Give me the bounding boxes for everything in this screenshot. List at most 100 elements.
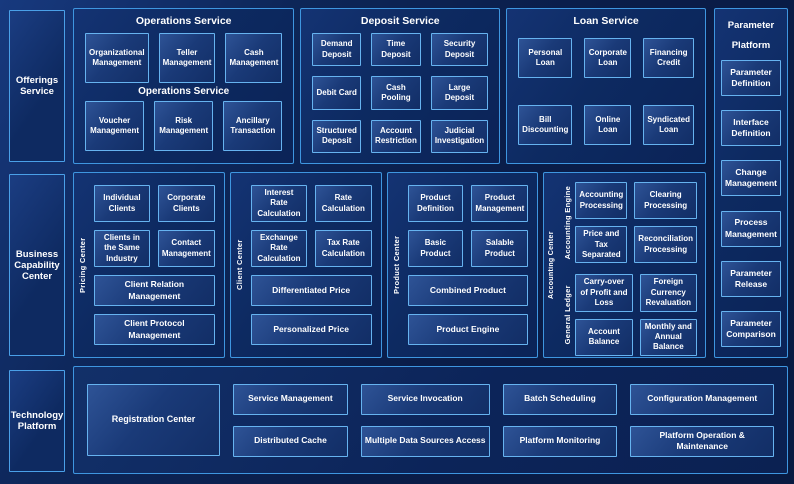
component-box: Distributed Cache [233, 425, 348, 457]
accounting-center-vlabel: Accounting Center [548, 231, 556, 299]
component-box: Ancillary Transaction [223, 101, 283, 151]
component-box: Foreign Currency Revaluation [639, 274, 697, 312]
offerings-service-row: Operations Service Organizational Manage… [73, 8, 706, 164]
component-box: Clients in the Same Industry [94, 230, 150, 267]
component-box: Personal Loan [518, 38, 573, 78]
component-box: Structured Deposit [312, 119, 362, 153]
general-ledger-grid: Carry-over of Profit and Loss Foreign Cu… [575, 274, 697, 356]
product-center-content: Product Definition Product Management Ba… [404, 178, 533, 352]
component-box: Product Engine [407, 314, 529, 345]
component-box: Interface Definition [721, 110, 781, 147]
operations-service-group: Operations Service Organizational Manage… [73, 8, 295, 164]
business-capability-row: Pricing Center Individual Clients Corpor… [73, 172, 706, 358]
registration-center-box: Registration Center [87, 384, 220, 456]
component-box: Contact Management [157, 230, 215, 267]
parameter-platform-list: Parameter Definition Interface Definitio… [721, 59, 781, 347]
general-ledger-vlabel: General Ledger [563, 285, 573, 345]
component-box: Product Definition [407, 185, 464, 222]
component-box: Cash Pooling [371, 76, 421, 110]
component-box: Configuration Management [630, 383, 774, 415]
component-box: Rate Calculation [315, 185, 372, 222]
loan-service-title: Loan Service [573, 15, 639, 27]
parameter-platform-group: Parameter Platform Parameter Definition … [714, 8, 788, 358]
deposit-service-title: Deposit Service [360, 15, 440, 27]
offerings-service-label: Offerings Service [9, 10, 65, 162]
component-box: Interest Rate Calculation [250, 185, 308, 222]
component-box: Financing Credit [643, 38, 694, 78]
component-box: Client Protocol Management [94, 314, 215, 345]
component-box: Platform Monitoring [502, 425, 618, 457]
component-box: Product Management [471, 185, 529, 222]
general-ledger-section: General Ledger Carry-over of Profit and … [561, 274, 697, 356]
parameter-platform-title: Parameter Platform [727, 20, 775, 51]
component-box: Exchange Rate Calculation [250, 230, 308, 267]
component-box: Corporate Loan [584, 38, 632, 78]
component-box: Accounting Processing [575, 182, 628, 220]
component-box: Syndicated Loan [643, 105, 694, 145]
component-box: Multiple Data Sources Access [360, 425, 490, 457]
component-box: Service Invocation [360, 383, 490, 415]
component-box: Online Loan [584, 105, 632, 145]
component-box: Account Balance [575, 318, 633, 356]
tech-column: Batch Scheduling Platform Monitoring [502, 377, 618, 463]
component-box: Change Management [721, 160, 781, 197]
operations-service-title: Operations Service [135, 15, 232, 27]
component-box: Salable Product [471, 230, 529, 267]
component-box: Differentiated Price [250, 275, 372, 306]
accounting-engine-grid: Accounting Processing Clearing Processin… [575, 182, 697, 264]
component-box: Corporate Clients [157, 185, 215, 222]
component-box: Client Relation Management [94, 275, 215, 306]
component-box: Teller Management [158, 33, 216, 83]
component-box: Voucher Management [85, 101, 145, 151]
component-box: Monthly and Annual Balance [639, 318, 697, 356]
operations-row-1: Organizational Management Teller Managem… [85, 33, 283, 83]
component-box: Basic Product [407, 230, 464, 267]
deposit-grid: Demand Deposit Time Deposit Security Dep… [312, 33, 489, 153]
component-box: Personalized Price [250, 314, 372, 345]
component-box: Parameter Definition [721, 59, 781, 96]
component-box: Platform Operation & Maintenance [630, 425, 774, 457]
component-box: Risk Management [154, 101, 214, 151]
component-box: Demand Deposit [312, 33, 362, 67]
client-grid: Interest Rate Calculation Rate Calculati… [250, 185, 372, 267]
client-center-group: Client Center Interest Rate Calculation … [229, 172, 382, 358]
technology-platform-group: Registration Center Service Management D… [73, 366, 788, 474]
component-box: Reconciliation Processing [634, 226, 697, 264]
component-box: Price and Tax Separated [575, 226, 628, 264]
component-box: Judicial Investigation [430, 119, 489, 153]
accounting-center-group: Accounting Center Accounting Engine Acco… [543, 172, 706, 358]
loan-grid: Personal Loan Corporate Loan Financing C… [518, 38, 694, 145]
tech-column: Service Management Distributed Cache [233, 377, 348, 463]
component-box: Account Restriction [371, 119, 421, 153]
component-box: Security Deposit [430, 33, 489, 67]
component-box: Tax Rate Calculation [315, 230, 372, 267]
component-box: Cash Management [225, 33, 283, 83]
component-box: Bill Discounting [518, 105, 573, 145]
operations-service-subtitle: Operations Service [138, 86, 230, 97]
component-box: Parameter Release [721, 260, 781, 297]
component-box: Debit Card [312, 76, 362, 110]
product-grid: Product Definition Product Management Ba… [407, 185, 529, 267]
client-center-vlabel: Client Center [234, 239, 244, 291]
component-box: Clearing Processing [634, 182, 697, 220]
business-capability-center-label: Business Capability Center [9, 174, 65, 356]
component-box: Individual Clients [94, 185, 150, 222]
product-center-vlabel: Product Center [391, 235, 401, 295]
component-box: Carry-over of Profit and Loss [575, 274, 633, 312]
tech-column: Service Invocation Multiple Data Sources… [360, 377, 490, 463]
pricing-center-group: Pricing Center Individual Clients Corpor… [73, 172, 225, 358]
component-box: Large Deposit [430, 76, 489, 110]
component-box: Time Deposit [371, 33, 421, 67]
product-center-group: Product Center Product Definition Produc… [386, 172, 539, 358]
component-box: Parameter Comparison [721, 310, 781, 347]
pricing-center-content: Individual Clients Corporate Clients Cli… [90, 178, 219, 352]
component-box: Service Management [233, 383, 348, 415]
client-center-content: Interest Rate Calculation Rate Calculati… [247, 178, 376, 352]
accounting-center-content: Accounting Engine Accounting Processing … [558, 178, 700, 356]
accounting-engine-section: Accounting Engine Accounting Processing … [561, 182, 697, 264]
pricing-grid: Individual Clients Corporate Clients Cli… [94, 185, 215, 267]
deposit-service-group: Deposit Service Demand Deposit Time Depo… [300, 8, 501, 164]
component-box: Combined Product [407, 275, 529, 306]
operations-row-2: Voucher Management Risk Management Ancil… [85, 101, 283, 151]
